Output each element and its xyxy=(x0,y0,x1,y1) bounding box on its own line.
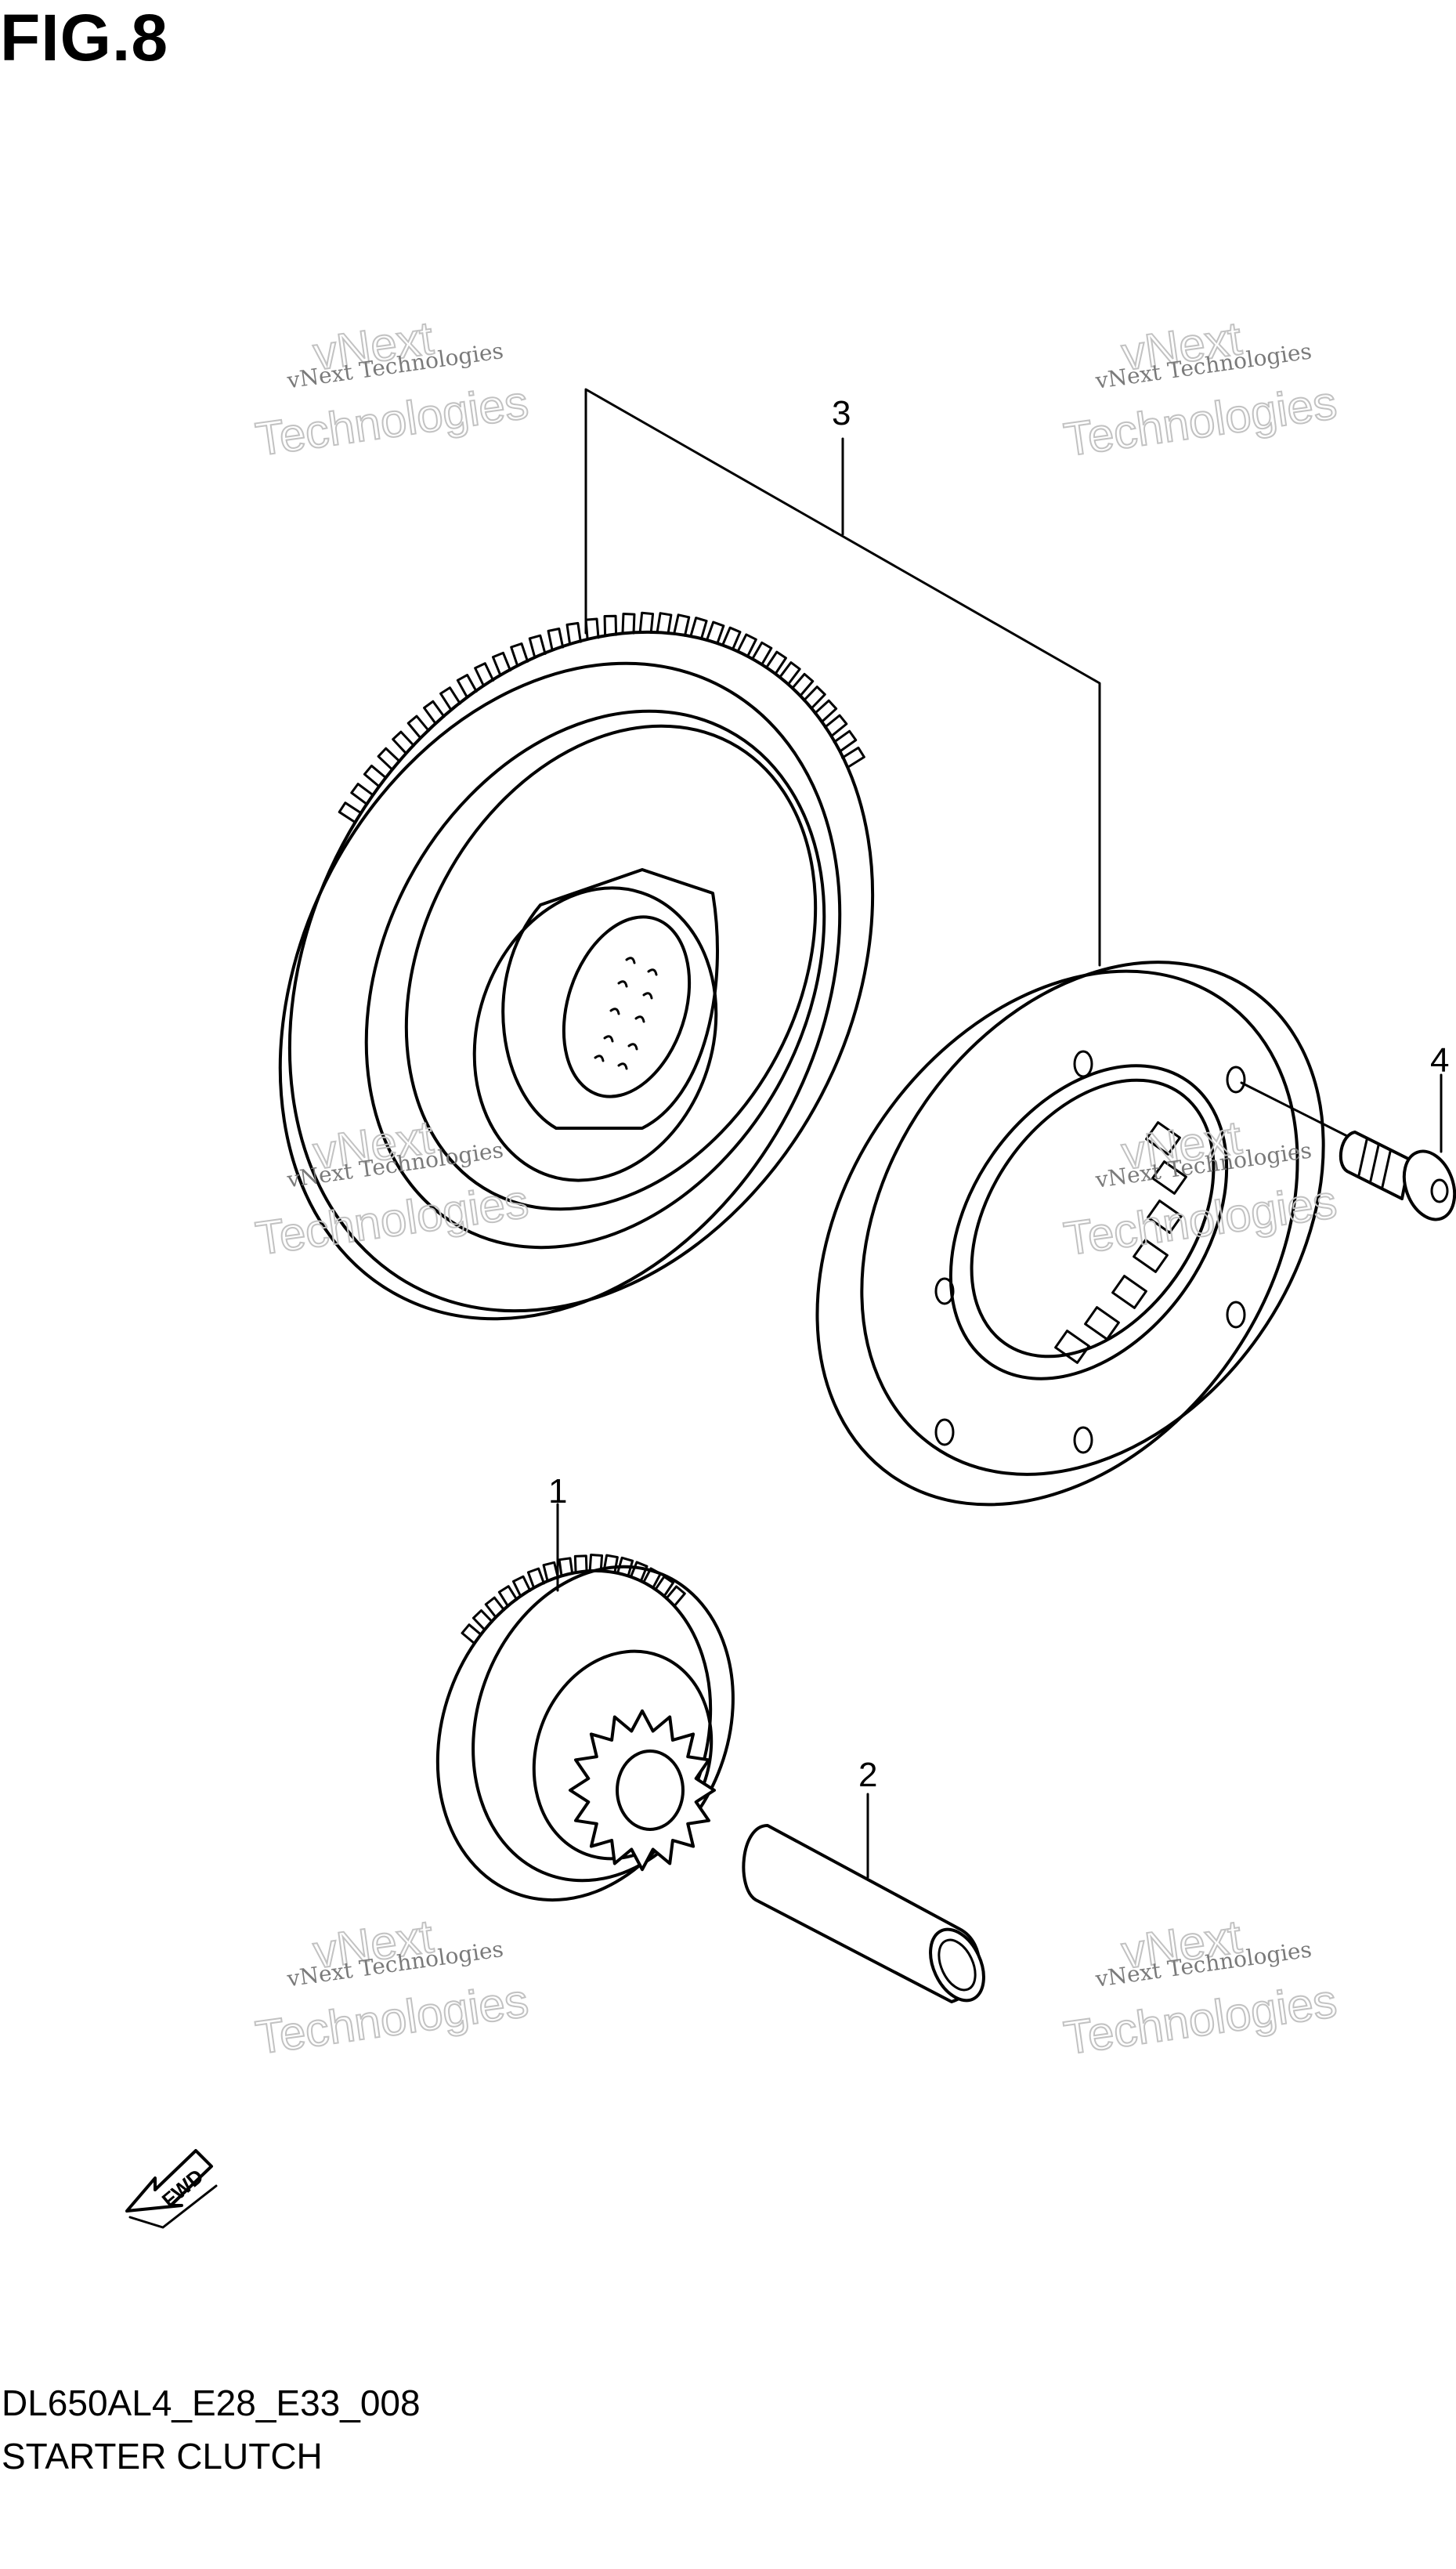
gear-tooth xyxy=(573,1554,588,1573)
figure-name: STARTER CLUTCH xyxy=(2,2436,323,2477)
starter-driven-gear xyxy=(278,611,875,1321)
gear-tooth xyxy=(673,613,691,637)
gear-tooth xyxy=(778,661,801,686)
gear-tooth xyxy=(803,686,826,710)
watermark-top-left: vNext vNext Technologies Technologies xyxy=(251,311,532,467)
gear-tooth xyxy=(565,621,582,645)
gear-tooth xyxy=(790,672,815,697)
callout-part-2: 2 xyxy=(858,1756,877,1794)
clutch-rollers xyxy=(1054,1121,1187,1364)
gear-tooth xyxy=(491,651,511,676)
gear-tooth xyxy=(456,674,478,698)
watermark-mid-left: vNext vNext Technologies Technologies xyxy=(251,1110,532,1266)
watermark-bottom-left: vNext vNext Technologies Technologies xyxy=(251,1909,532,2065)
gear-tooth xyxy=(363,764,388,788)
gear-tooth xyxy=(588,1554,604,1572)
gear-tooth xyxy=(642,1567,662,1589)
gear-tooth xyxy=(689,617,708,641)
forward-direction-arrow: FWD xyxy=(125,2149,218,2229)
gear-tooth xyxy=(511,1575,532,1597)
figure-code: DL650AL4_E28_E33_008 xyxy=(2,2383,421,2423)
clutch-bolt xyxy=(1240,1073,1456,1221)
starter-idle-gear xyxy=(435,1503,735,1902)
leader-line-part-3 xyxy=(584,388,1101,967)
gear-tooth xyxy=(406,715,430,739)
gear-tooth xyxy=(823,714,848,737)
bearing-dots xyxy=(594,957,658,1070)
gear-tooth xyxy=(423,700,446,725)
gear-tooth xyxy=(602,1554,619,1574)
one-way-clutch-housing xyxy=(815,961,1325,1507)
gear-tooth xyxy=(721,626,742,651)
gear-tooth xyxy=(377,747,401,771)
gear-tooth xyxy=(584,617,600,640)
gear-tooth xyxy=(630,1561,649,1583)
ring-gear-teeth xyxy=(338,611,865,824)
gear-tooth xyxy=(526,1567,545,1589)
gear-tooth xyxy=(558,1557,574,1577)
figure-title: FIG.8 xyxy=(0,1,169,74)
gear-tooth xyxy=(603,614,618,636)
gear-tooth xyxy=(706,621,725,645)
gear-tooth xyxy=(350,783,374,805)
callout-part-4: 4 xyxy=(1430,1041,1449,1080)
gear-tooth xyxy=(813,699,838,723)
gear-tooth xyxy=(474,662,495,686)
watermark-bottom-right: vNext vNext Technologies Technologies xyxy=(1060,1909,1340,2065)
gear-tooth xyxy=(497,1585,518,1607)
gear-tooth xyxy=(461,1623,482,1645)
gear-tooth xyxy=(510,642,529,667)
gear-tooth xyxy=(621,613,636,635)
gear-tooth xyxy=(392,730,415,754)
gear-tooth xyxy=(439,686,461,711)
gear-tooth xyxy=(528,634,547,658)
gear-tooth xyxy=(654,1575,675,1597)
watermark-top-right: vNext vNext Technologies Technologies xyxy=(1060,311,1340,467)
gear-tooth xyxy=(841,746,865,769)
gear-tooth xyxy=(765,650,787,675)
gear-tooth xyxy=(484,1596,506,1619)
gear-tooth xyxy=(638,611,655,635)
gear-tooth xyxy=(751,641,773,666)
gear-tooth xyxy=(665,1585,686,1607)
gear-tooth xyxy=(547,628,565,651)
gear-tooth xyxy=(833,729,858,753)
gear-tooth xyxy=(616,1556,634,1577)
idle-gear-shaft xyxy=(742,1793,985,2003)
gear-tooth xyxy=(471,1609,493,1631)
gear-tooth xyxy=(656,612,673,635)
gear-tooth xyxy=(736,633,757,658)
bolt-holes xyxy=(934,1050,1246,1454)
callout-part-3: 3 xyxy=(832,394,851,432)
gear-tooth xyxy=(338,801,363,824)
gear-tooth xyxy=(542,1561,559,1582)
callout-part-1: 1 xyxy=(548,1472,567,1511)
idle-gear-teeth xyxy=(461,1554,686,1645)
